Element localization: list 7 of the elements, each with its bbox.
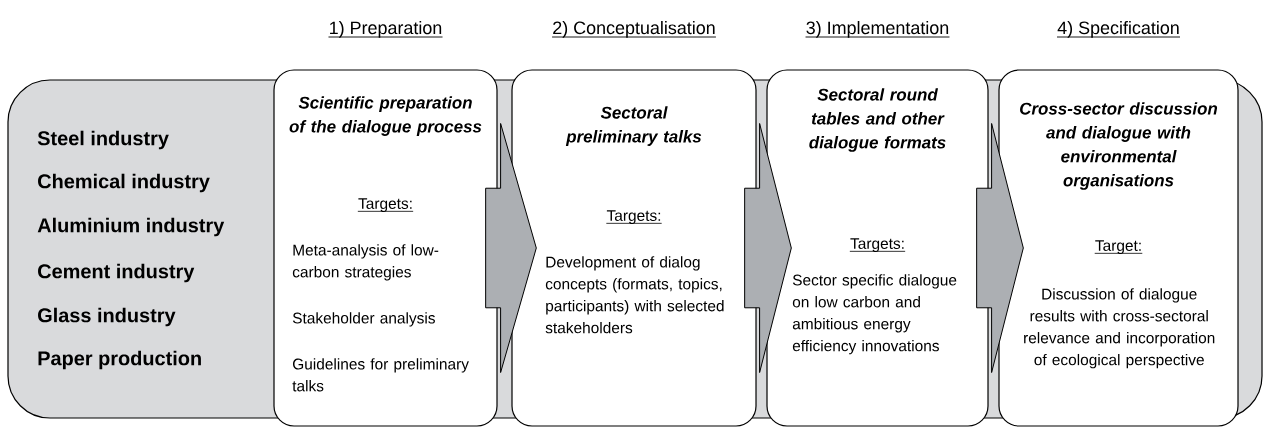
block-arrow: [976, 122, 1024, 374]
block-arrow: [744, 122, 792, 374]
node-label: 4) Specification: [1057, 21, 1179, 38]
node-label: 2) Conceptualisation: [553, 21, 715, 38]
node-label: 3) Implementation: [806, 21, 949, 38]
node-label: 1) Preparation: [330, 21, 442, 38]
block-arrow: [485, 122, 537, 374]
